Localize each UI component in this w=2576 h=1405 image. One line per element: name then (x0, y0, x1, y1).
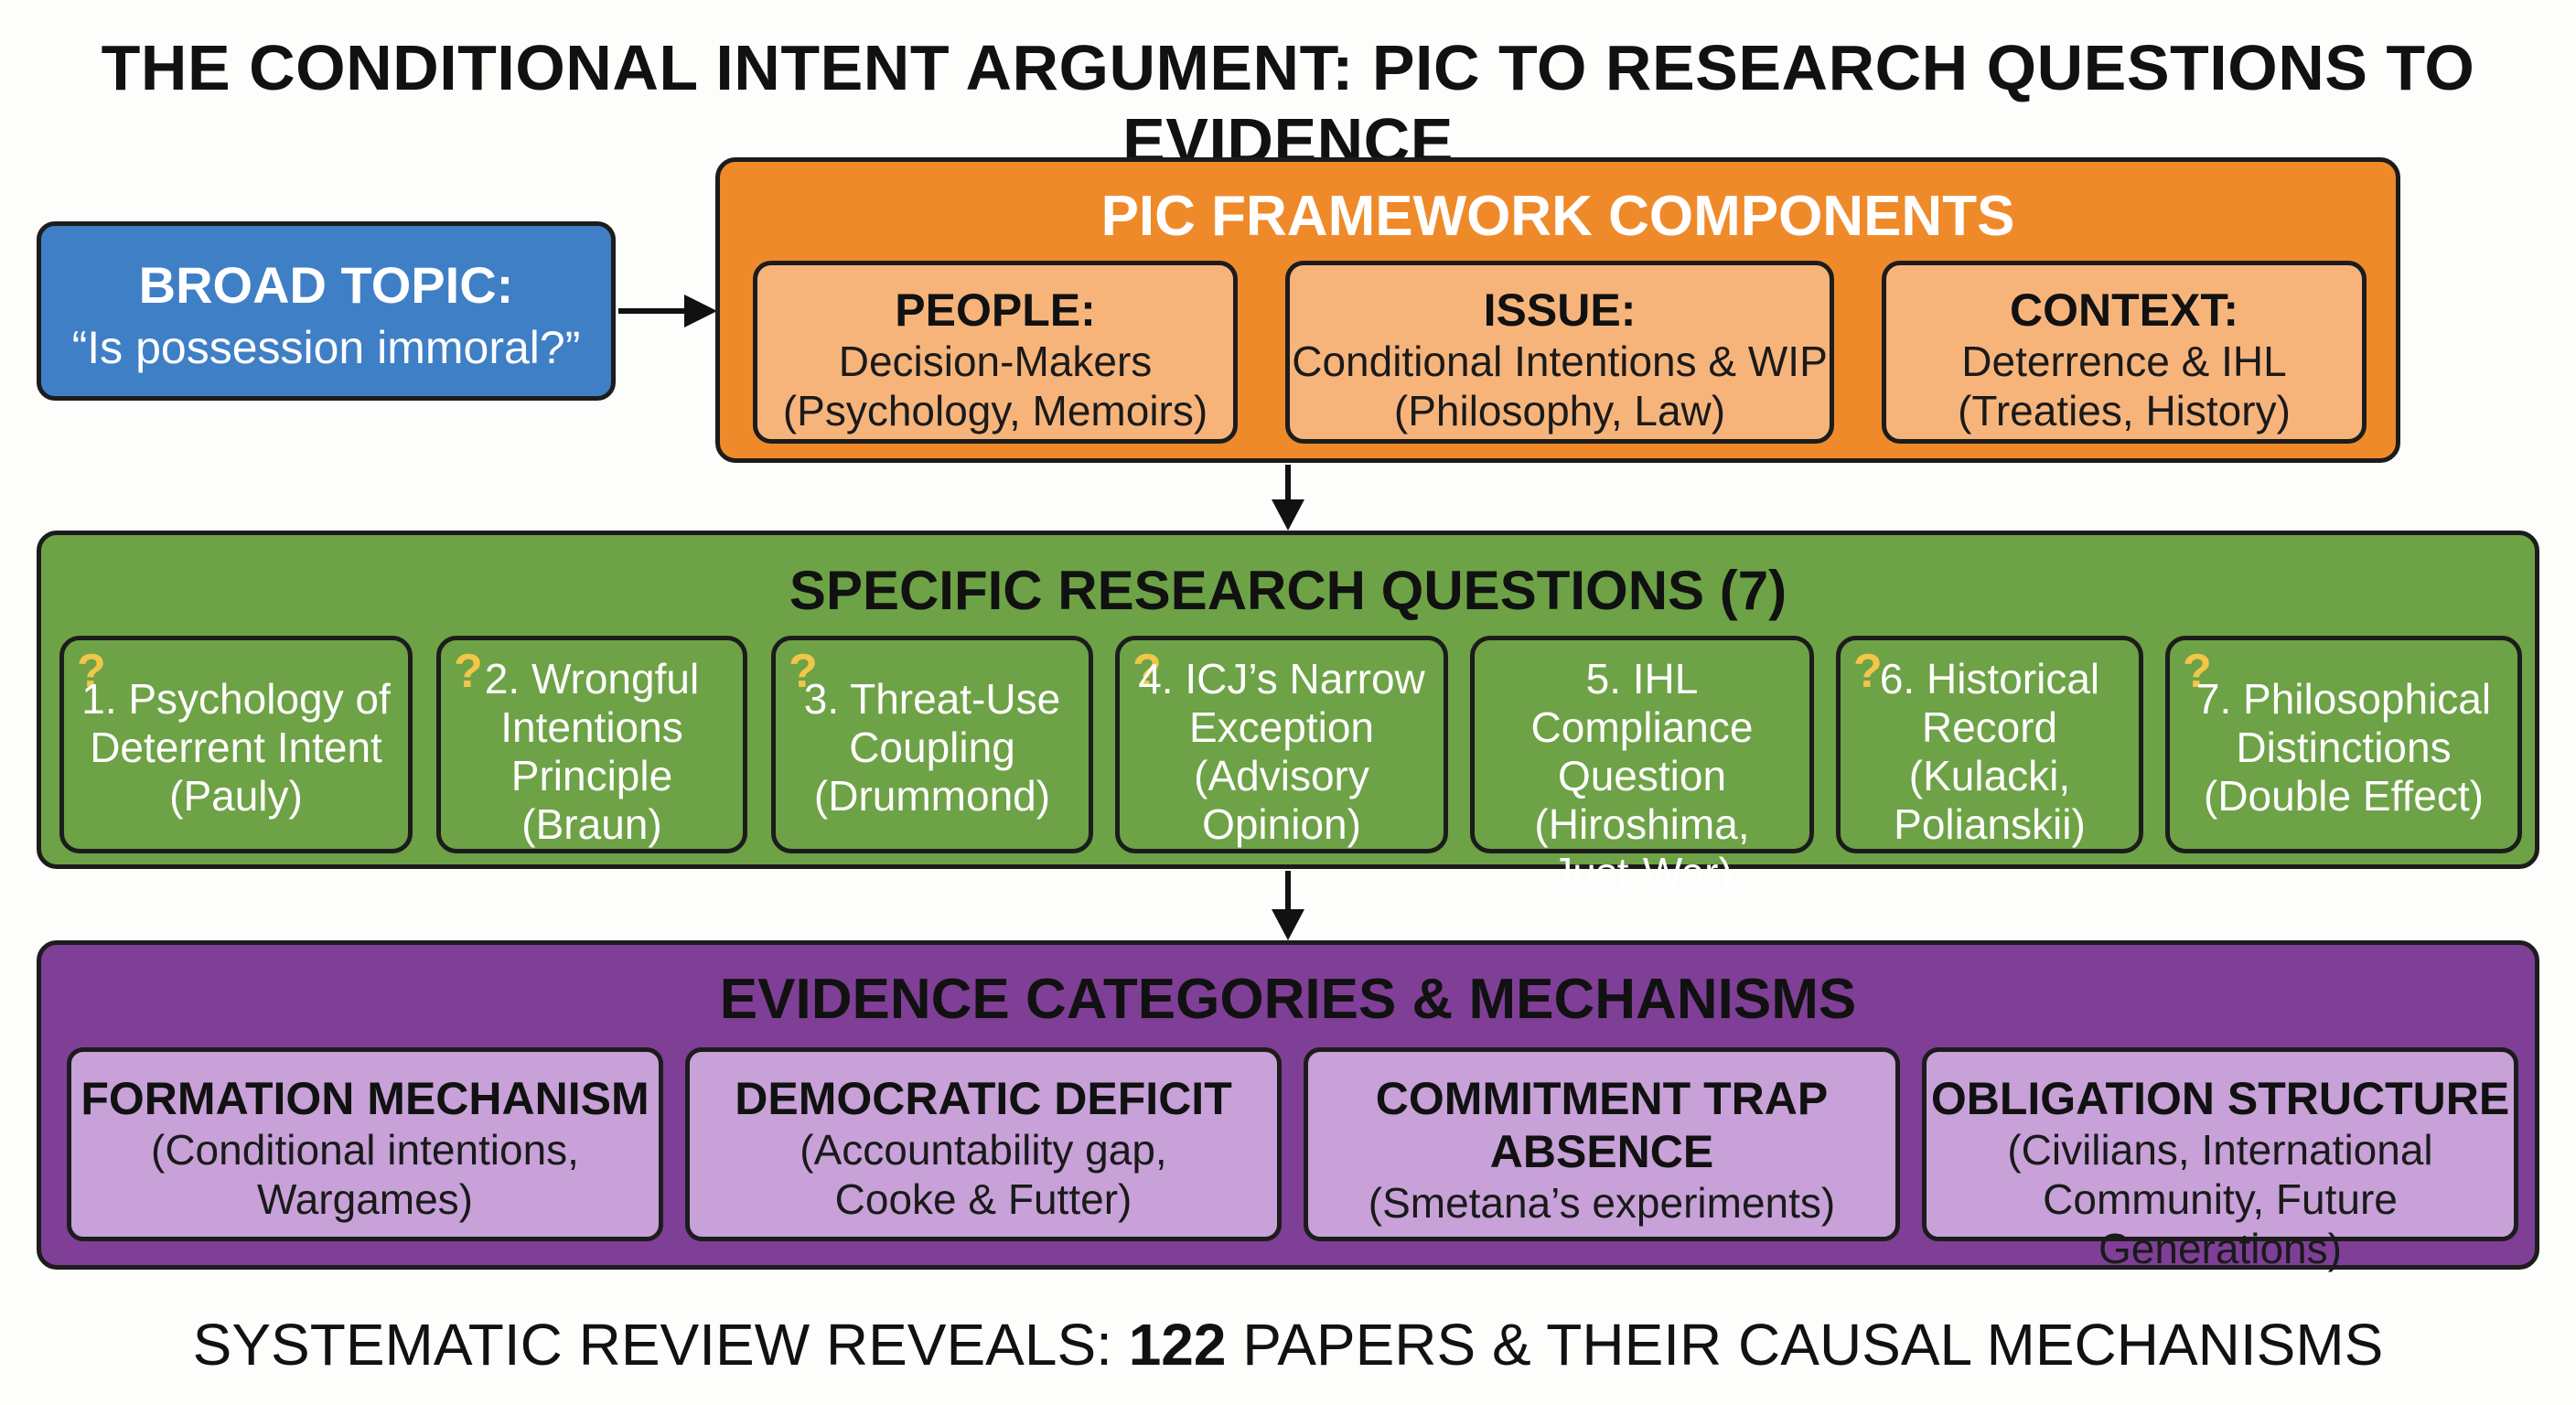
research-question-line: Distinctions (2236, 724, 2452, 771)
question-mark-icon: ? (789, 645, 818, 698)
arrowhead-questions-to-evidence (1272, 909, 1304, 940)
evidence-category-card: DEMOCRATIC DEFICIT(Accountability gap,Co… (685, 1047, 1282, 1241)
evidence-category-card: FORMATION MECHANISM(Conditional intentio… (67, 1047, 663, 1241)
research-question-line: (Double Effect) (2204, 772, 2484, 820)
pic-component-label: CONTEXT: (2010, 284, 2238, 336)
research-question-line: 5. IHL Compliance (1530, 655, 1754, 751)
question-mark-icon: ? (454, 645, 483, 698)
review-summary-suffix: PAPERS & THEIR CAUSAL MECHANISMS (1226, 1312, 2384, 1378)
arrowhead-pic-to-questions (1272, 499, 1304, 531)
research-question-line: 2. Wrongful (484, 655, 700, 702)
question-mark-icon: ? (1853, 645, 1883, 698)
research-question-line: (Drummond) (813, 772, 1051, 820)
research-question-line: Principle (510, 752, 673, 799)
evidence-category-title: FORMATION MECHANISM (80, 1073, 649, 1124)
pic-component-line1: Deterrence & IHL (1961, 338, 2287, 385)
paper-count: 122 (1128, 1312, 1227, 1378)
research-questions-box: SPECIFIC RESEARCH QUESTIONS (7) ?1. Psyc… (37, 531, 2539, 896)
evidence-heading: EVIDENCE CATEGORIES & MECHANISMS (719, 968, 1857, 1031)
evidence-category-title: ABSENCE (1489, 1126, 1714, 1177)
question-mark-icon: ? (2183, 645, 2212, 698)
broad-topic-question: “Is possession immoral?” (71, 322, 581, 373)
pic-component-line2: (Philosophy, Law) (1393, 387, 1726, 434)
evidence-category-title: OBLIGATION STRUCTURE (1930, 1073, 2510, 1124)
review-summary: SYSTEMATIC REVIEW REVEALS: 122 PAPERS & … (0, 1308, 2576, 1381)
pic-framework-box: PIC FRAMEWORK COMPONENTS PEOPLE: Decisio… (715, 157, 2400, 463)
broad-topic-box: BROAD TOPIC: “Is possession immoral?” (37, 221, 616, 401)
evidence-category-detail: (Accountability gap, (800, 1126, 1167, 1174)
research-question-line: (Pauly) (169, 772, 303, 820)
research-question-line: Polianskii) (1894, 800, 2086, 848)
pic-component-label: ISSUE: (1483, 284, 1637, 336)
research-question-line: Record (1921, 703, 2058, 751)
research-question-line: Coupling (849, 724, 1015, 771)
pic-framework-heading: PIC FRAMEWORK COMPONENTS (1100, 185, 2015, 248)
research-question-line: (Braun) (521, 800, 662, 848)
research-question-line: 3. Threat-Use (803, 675, 1061, 723)
evidence-category-title: DEMOCRATIC DEFICIT (735, 1073, 1232, 1124)
research-question-line: 6. Historical (1879, 655, 2100, 702)
research-question-line: (Hiroshima, (1534, 800, 1750, 848)
evidence-category-detail: (Civilians, International (2007, 1126, 2433, 1174)
pic-component-people: PEOPLE: Decision-Makers (Psychology, Mem… (753, 261, 1238, 444)
research-question-line: (Kulacki, (1908, 752, 2071, 799)
research-question-line: 1. Psychology of (81, 675, 391, 723)
pic-component-line2: (Psychology, Memoirs) (782, 387, 1208, 434)
evidence-box: EVIDENCE CATEGORIES & MECHANISMS FORMATI… (37, 940, 2539, 1272)
pic-component-label: PEOPLE: (895, 284, 1096, 336)
research-question-line: 4. ICJ’s Narrow (1138, 655, 1425, 702)
pic-component-line2: (Treaties, History) (1958, 387, 2291, 434)
research-question-line: Just-War) (1551, 849, 1733, 896)
research-questions-heading: SPECIFIC RESEARCH QUESTIONS (7) (789, 560, 1787, 621)
research-question-line: Opinion) (1202, 800, 1361, 848)
evidence-category-title: COMMITMENT TRAP (1375, 1073, 1829, 1124)
pic-component-line1: Conditional Intentions & WIP (1292, 338, 1828, 385)
arrowhead-topic-to-pic (684, 295, 717, 327)
research-question-line: Exception (1188, 703, 1374, 751)
research-question-line: Deterrent Intent (90, 724, 382, 771)
broad-topic-heading: BROAD TOPIC: (138, 256, 514, 314)
evidence-category-detail: (Smetana’s experiments) (1368, 1179, 1836, 1227)
evidence-category-detail: (Conditional intentions, (151, 1126, 579, 1174)
research-question-line: Intentions (500, 703, 683, 751)
pic-component-line1: Decision-Makers (838, 338, 1153, 385)
evidence-category-detail: Community, Future Generations) (2043, 1175, 2398, 1272)
question-mark-icon: ? (77, 645, 106, 698)
evidence-category-detail: Cooke & Futter) (834, 1175, 1132, 1223)
research-question-line: (Advisory (1194, 752, 1369, 799)
question-mark-icon: ? (1132, 645, 1162, 698)
review-summary-prefix: SYSTEMATIC REVIEW REVEALS: (192, 1312, 1129, 1378)
evidence-category-card: OBLIGATION STRUCTURE(Civilians, Internat… (1922, 1047, 2518, 1272)
evidence-category-detail: Wargames) (257, 1175, 473, 1223)
research-question-line: 7. Philosophical (2195, 675, 2492, 723)
research-question-line: Question (1557, 752, 1727, 799)
diagram-title: THE CONDITIONAL INTENT ARGUMENT: PIC TO … (101, 32, 2475, 177)
pic-component-context: CONTEXT: Deterrence & IHL (Treaties, His… (1882, 261, 2367, 444)
pic-component-issue: ISSUE: Conditional Intentions & WIP (Phi… (1285, 261, 1834, 444)
